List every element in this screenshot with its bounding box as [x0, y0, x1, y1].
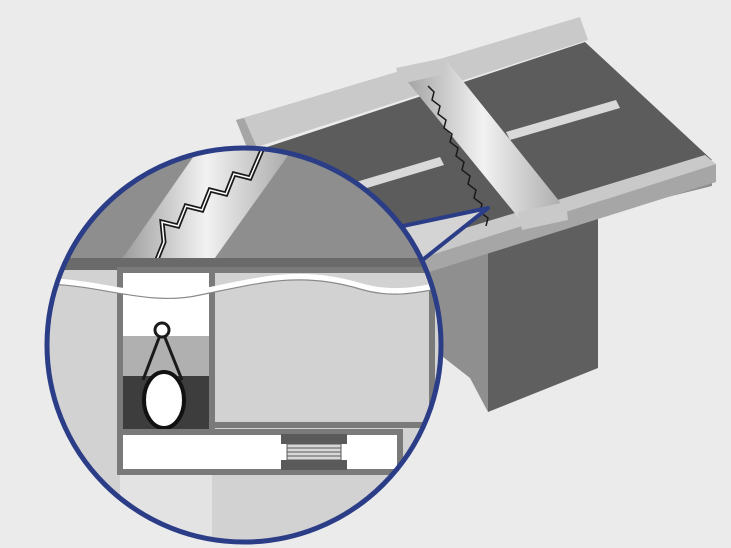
joint-cap-near	[518, 202, 568, 230]
elastomeric-bearing-icon	[281, 434, 347, 470]
pier-side-face	[488, 213, 598, 412]
detail-section-left	[47, 270, 120, 540]
joint-zigzag-line	[427, 85, 489, 227]
section-break-line	[47, 273, 441, 299]
callout-circle-border	[44, 145, 444, 545]
bridge-deck	[236, 17, 716, 412]
far-parapet-face	[236, 118, 258, 150]
seal-tube	[142, 370, 186, 430]
magnified-detail	[44, 145, 444, 545]
lane-marking-far	[506, 100, 620, 140]
joint-cap-far	[396, 58, 446, 84]
lane-marking-near	[346, 157, 444, 193]
detail-base	[117, 429, 403, 475]
pulley-icon	[153, 321, 171, 339]
expansion-joint-band	[398, 60, 568, 222]
